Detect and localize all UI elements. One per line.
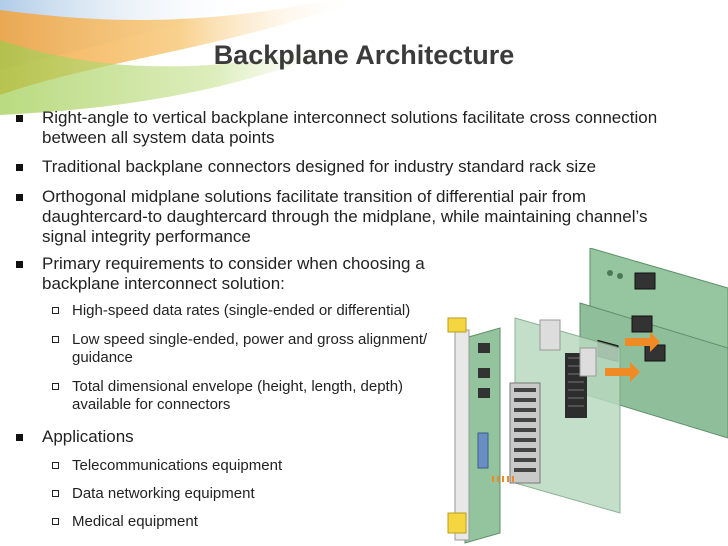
hollow-square-bullet-icon <box>52 462 59 469</box>
bullet-line: Orthogonal midplane solutions facilitate… <box>42 187 586 206</box>
hollow-square-bullet-icon <box>52 307 59 314</box>
sub-bullet-line: Data networking equipment <box>72 485 255 502</box>
sub-bullet-line: Telecommunications equipment <box>72 457 283 474</box>
sub-bullet-line: guidance <box>72 349 133 366</box>
hollow-square-bullet-icon <box>52 383 59 390</box>
decorative-swoosh-background <box>0 0 360 115</box>
bullet-line: between all system data points <box>42 128 275 147</box>
hollow-square-bullet-icon <box>52 336 59 343</box>
bullet-line: backplane interconnect solution: <box>42 274 285 293</box>
bullet-line: signal integrity performance <box>42 227 251 246</box>
sub-bullet-line: High-speed data rates (single-ended or d… <box>72 302 411 319</box>
bullet-line: daughtercard-to daughtercard through the… <box>42 207 648 226</box>
bullet-line: Traditional backplane connectors designe… <box>42 157 597 176</box>
bullet-line: Applications <box>42 427 134 446</box>
bullet-line: Primary requirements to consider when ch… <box>42 254 425 273</box>
sub-bullet-line: available for connectors <box>72 396 231 413</box>
bullet-line: Right-angle to vertical backplane interc… <box>42 108 658 127</box>
backplane-illustration <box>447 248 728 544</box>
filled-square-bullet-icon <box>16 194 23 201</box>
filled-square-bullet-icon <box>16 115 23 122</box>
sub-bullet-line: Medical equipment <box>72 513 198 530</box>
filled-square-bullet-icon <box>16 261 23 268</box>
sub-bullet-line: Low speed single-ended, power and gross … <box>72 331 428 348</box>
hollow-square-bullet-icon <box>52 490 59 497</box>
slide-title: Backplane Architecture <box>213 40 515 70</box>
filled-square-bullet-icon <box>16 164 23 171</box>
hollow-square-bullet-icon <box>52 518 59 525</box>
sub-bullet-line: Total dimensional envelope (height, leng… <box>72 378 404 395</box>
filled-square-bullet-icon <box>16 434 23 441</box>
